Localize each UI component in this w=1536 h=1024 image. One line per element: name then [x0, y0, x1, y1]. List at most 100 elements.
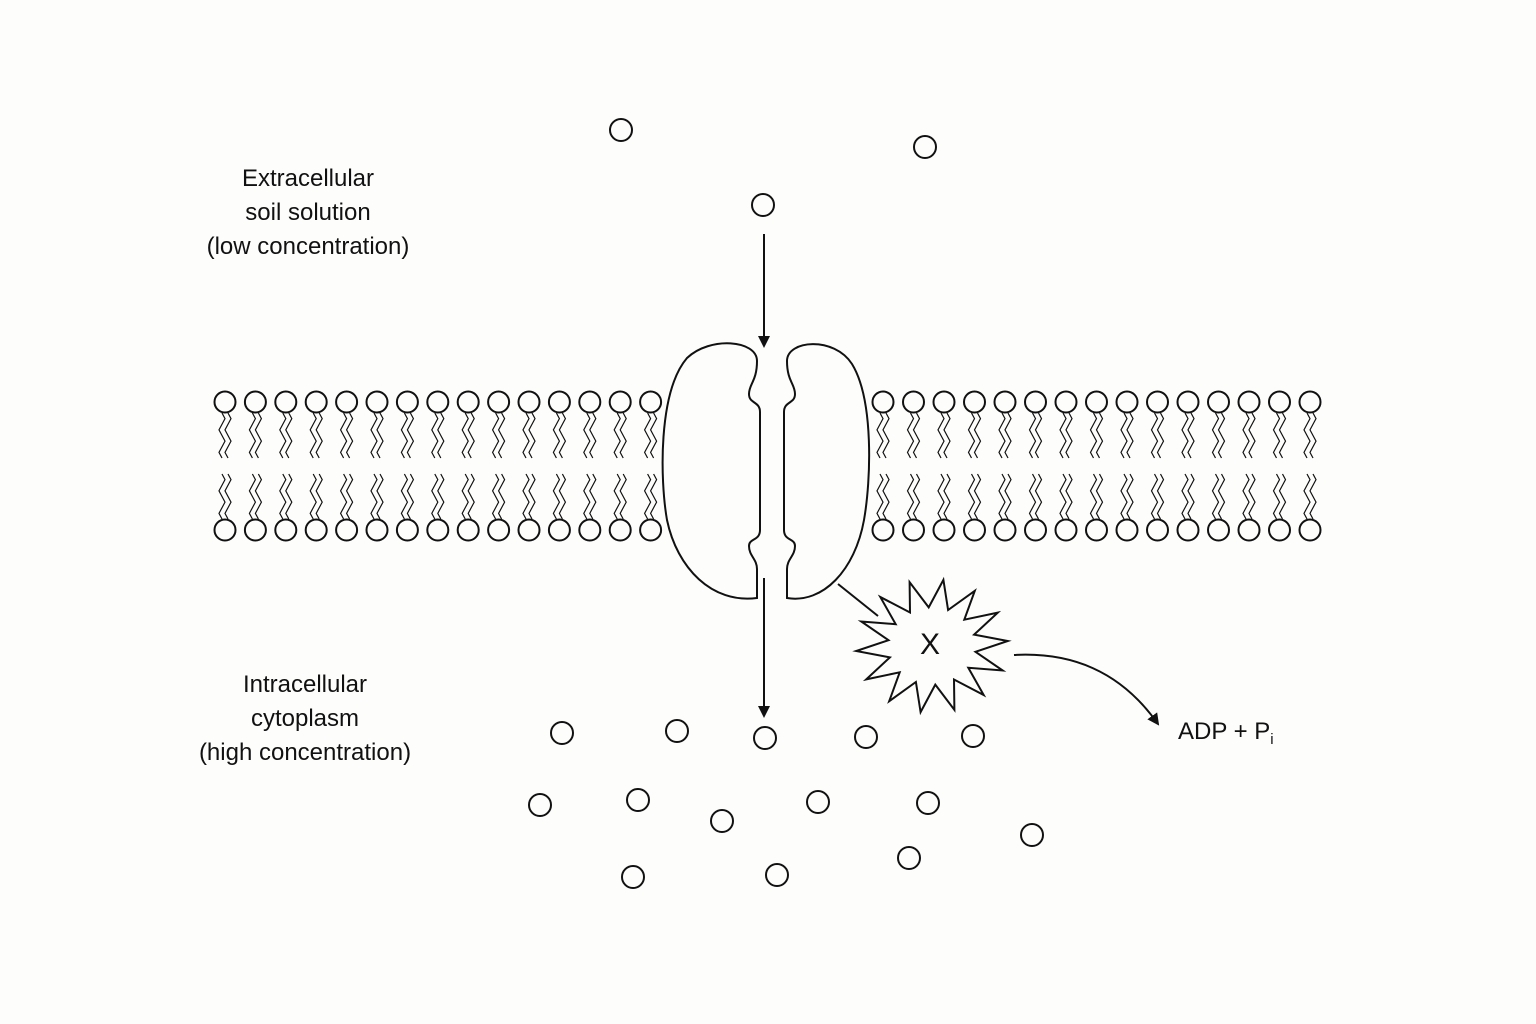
solute-molecule-intracellular	[626, 788, 650, 812]
protein-left-lobe	[661, 342, 761, 600]
phospholipid-pair	[1024, 390, 1047, 542]
lipid-bilayer-left	[213, 390, 663, 542]
phospholipid-pair	[1268, 390, 1291, 542]
lipid-head-bottom	[1146, 518, 1169, 542]
lipid-tail	[1059, 473, 1067, 520]
lipid-tail	[552, 412, 561, 459]
phospholipid-pair	[963, 390, 986, 542]
lipid-tail	[285, 473, 293, 520]
phospholipid-pair	[1146, 390, 1169, 542]
lipid-tail	[912, 473, 921, 520]
phospholipid-pair	[993, 390, 1017, 542]
lipid-head-bottom	[304, 518, 328, 542]
lipid-tail	[224, 473, 232, 520]
lipid-tail	[224, 412, 232, 459]
phospholipid-pair	[1054, 390, 1078, 542]
lipid-head-top	[902, 390, 925, 414]
lipid-head-bottom	[547, 518, 571, 542]
solute-molecule-intracellular	[765, 863, 789, 887]
lipid-tail	[248, 412, 257, 459]
lipid-bilayer-right	[871, 390, 1322, 542]
lipid-head-top	[517, 390, 541, 414]
lipid-tail	[1187, 412, 1195, 459]
lipid-head-top	[1298, 390, 1322, 414]
lipid-tail	[906, 473, 915, 520]
solute-molecule-intracellular	[710, 809, 734, 833]
lipid-head-top	[487, 390, 511, 414]
lipid-head-top	[871, 390, 895, 414]
lipid-tail	[619, 473, 627, 520]
lipid-tail	[376, 412, 384, 459]
lipid-tail	[218, 412, 226, 459]
lipid-head-top	[608, 390, 632, 414]
phospholipid-pair	[871, 390, 895, 542]
lipid-tail	[467, 473, 475, 520]
phospholipid-pair	[932, 390, 956, 542]
solute-molecule-intracellular	[528, 793, 552, 817]
lipid-tail	[1065, 412, 1073, 459]
lipid-head-bottom	[639, 518, 663, 542]
lipid-tail	[406, 473, 415, 520]
lipid-head-top	[243, 390, 267, 414]
lipid-head-bottom	[1085, 518, 1108, 542]
extracellular-line-2: soil solution	[245, 199, 371, 226]
lipid-tail	[1150, 473, 1159, 520]
lipid-tail	[1156, 473, 1165, 520]
lipid-head-bottom	[1054, 518, 1078, 542]
lipid-tail	[643, 473, 652, 520]
lipid-head-top	[547, 390, 571, 414]
intracellular-line-1: Intracellular	[242, 671, 368, 698]
lipid-tail	[967, 473, 976, 520]
lipid-head-bottom	[578, 518, 602, 542]
lipid-tail	[1187, 473, 1195, 520]
lipid-tail	[309, 412, 317, 459]
phospholipid-pair	[426, 390, 450, 542]
lipid-tail	[649, 473, 658, 520]
lipid-tail	[1065, 473, 1073, 520]
lipid-head-top	[395, 390, 419, 414]
lipid-tail	[1309, 473, 1317, 520]
lipid-tail	[285, 412, 293, 459]
lipid-head-top	[1176, 390, 1200, 414]
lipid-head-bottom	[1176, 518, 1200, 542]
lipid-tail	[1028, 473, 1037, 520]
lipid-head-bottom	[395, 518, 419, 542]
lipid-head-bottom	[456, 518, 480, 542]
phospholipid-pair	[902, 390, 925, 542]
solute-molecule-extracellular	[609, 118, 633, 142]
lipid-tail	[315, 473, 323, 520]
phospholipid-pair	[1176, 390, 1200, 542]
lipid-tail	[1181, 412, 1189, 459]
phospholipid-pair	[517, 390, 541, 542]
lipid-tail	[558, 473, 567, 520]
lipid-head-top	[1115, 390, 1139, 414]
lipid-tail	[1089, 412, 1098, 459]
lipid-tail	[1089, 473, 1098, 520]
lipid-tail	[400, 473, 409, 520]
lipid-tail	[583, 412, 591, 459]
lipid-head-top	[1146, 390, 1169, 414]
lipid-tail	[1309, 412, 1317, 459]
lipid-tail	[589, 412, 597, 459]
lipid-tail	[912, 412, 921, 459]
lipid-head-bottom	[274, 518, 298, 542]
lipid-head-top	[456, 390, 480, 414]
extracellular-line-1: Extracellular	[241, 165, 375, 192]
lipid-tail	[937, 412, 945, 459]
lipid-head-top	[578, 390, 602, 414]
lipid-tail	[1211, 473, 1220, 520]
lipid-tail	[1211, 412, 1220, 459]
lipid-head-top	[1268, 390, 1291, 414]
lipid-tail	[1120, 473, 1128, 520]
lipid-tail	[497, 412, 506, 459]
extracellular-label: Extracellular soil solution (low concent…	[183, 162, 433, 264]
lipid-head-top	[639, 390, 663, 414]
lipid-tail	[431, 412, 439, 459]
lipid-tail	[522, 412, 530, 459]
lipid-head-bottom	[243, 518, 267, 542]
energy-source-label: X	[920, 628, 941, 661]
lipid-head-bottom	[487, 518, 511, 542]
lipid-head-bottom	[365, 518, 389, 542]
lipid-tail	[558, 412, 567, 459]
lipid-tail	[254, 412, 263, 459]
